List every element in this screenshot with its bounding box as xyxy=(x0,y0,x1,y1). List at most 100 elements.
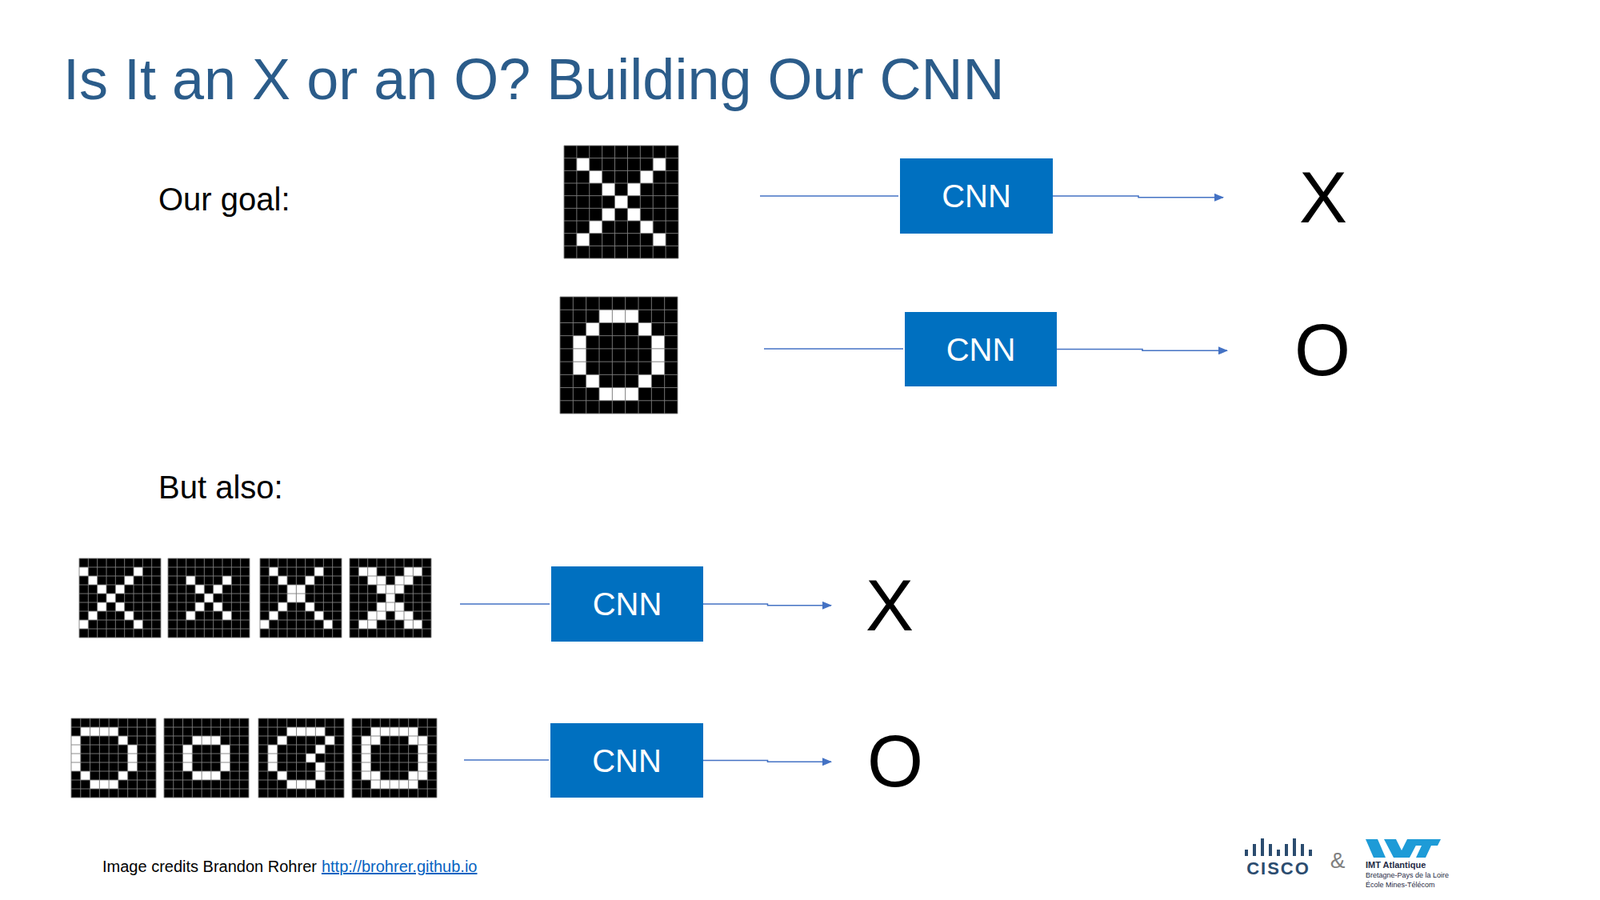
pixel xyxy=(602,208,616,221)
grid-line xyxy=(564,170,679,172)
grid-line xyxy=(168,593,250,595)
pixel xyxy=(389,727,400,736)
process-box: CNN xyxy=(904,312,1057,387)
grid-line xyxy=(412,558,414,638)
grid-line xyxy=(352,744,437,746)
grid-line xyxy=(560,374,678,376)
pixel xyxy=(99,780,109,789)
grid-line xyxy=(427,718,428,798)
pixel-grid xyxy=(349,558,432,638)
grid-line xyxy=(79,584,161,586)
grid-line xyxy=(168,628,250,630)
grid-line xyxy=(220,718,221,798)
logo-subtext: Bretagne-Pays de la Loire xyxy=(1365,871,1449,880)
grid-line xyxy=(352,736,437,737)
grid-line xyxy=(260,558,261,638)
grid-ground xyxy=(349,558,432,638)
grid-line xyxy=(389,718,391,798)
grid-line xyxy=(99,718,100,798)
grid-line xyxy=(576,145,577,259)
grid-line xyxy=(564,157,679,159)
pixel xyxy=(80,727,91,736)
pixel xyxy=(277,736,288,745)
grid-line xyxy=(88,558,89,638)
pixel xyxy=(361,771,372,780)
pixel xyxy=(576,233,590,247)
pixel xyxy=(385,593,395,603)
pixel xyxy=(97,584,107,594)
grid-line xyxy=(79,620,161,621)
grid-line xyxy=(172,718,174,798)
pixel xyxy=(99,727,109,736)
pixel xyxy=(625,309,639,323)
pixel xyxy=(192,736,202,745)
grid-line xyxy=(79,611,161,612)
grid-line xyxy=(164,736,249,737)
grid-line xyxy=(164,762,249,764)
grid-ground xyxy=(164,718,249,798)
logo-text: CISCO xyxy=(1246,858,1311,879)
pixel xyxy=(128,753,138,763)
pixel xyxy=(395,602,404,612)
grid-line xyxy=(398,718,400,798)
node-text: O xyxy=(867,725,924,798)
grid-line xyxy=(260,584,342,586)
grid-line xyxy=(258,753,344,755)
grid-line xyxy=(212,558,214,638)
grid-line xyxy=(560,400,678,401)
grid-line xyxy=(164,780,249,781)
pixel xyxy=(361,744,372,754)
grid-line xyxy=(164,771,249,772)
pixel xyxy=(395,611,404,620)
pixel xyxy=(305,727,316,736)
connector-arrow xyxy=(1056,349,1228,352)
cisco-logo xyxy=(1244,838,1312,856)
grid-line xyxy=(258,762,344,764)
pixel xyxy=(124,576,134,585)
grid-line xyxy=(164,753,249,755)
grid-line xyxy=(349,567,432,568)
pixel-grid xyxy=(168,558,250,638)
credit-note: Image credits Brandon Rohrer xyxy=(102,857,317,876)
pixel xyxy=(640,220,653,234)
connector-arrow xyxy=(703,760,832,763)
grid-line xyxy=(560,361,678,363)
pixel xyxy=(599,309,612,323)
grid-line xyxy=(260,558,342,560)
grid-line xyxy=(323,558,324,638)
pixel xyxy=(602,183,616,196)
grid-line xyxy=(260,620,342,621)
node-text: X xyxy=(1299,161,1348,234)
pixel xyxy=(186,611,196,620)
grid-line xyxy=(260,628,342,630)
grid-line xyxy=(652,145,654,259)
grid-line xyxy=(315,718,316,798)
grid-line xyxy=(229,718,231,798)
grid-line xyxy=(164,718,165,798)
pixel xyxy=(278,602,288,612)
pixel xyxy=(627,183,640,196)
pixel xyxy=(118,771,128,780)
grid-line xyxy=(560,322,678,324)
grid-line xyxy=(260,637,342,639)
pixel xyxy=(133,567,143,576)
grid-line xyxy=(564,220,679,222)
pixel-grid xyxy=(79,558,161,638)
pixel xyxy=(408,736,419,745)
pixel xyxy=(108,780,119,789)
grid-line xyxy=(71,718,156,720)
pixel xyxy=(268,567,278,576)
connector-arrow xyxy=(1052,196,1224,198)
grid-line xyxy=(71,797,156,799)
grid-line xyxy=(79,637,161,639)
grid-line xyxy=(564,145,565,259)
grid-line xyxy=(108,718,110,798)
pixel xyxy=(315,744,325,754)
grid-ground xyxy=(260,558,342,638)
grid-line xyxy=(341,558,343,638)
grid-line xyxy=(127,718,128,798)
grid-line xyxy=(601,145,603,259)
pixel xyxy=(408,727,419,736)
grid-line xyxy=(164,744,249,746)
pixel xyxy=(71,736,81,745)
